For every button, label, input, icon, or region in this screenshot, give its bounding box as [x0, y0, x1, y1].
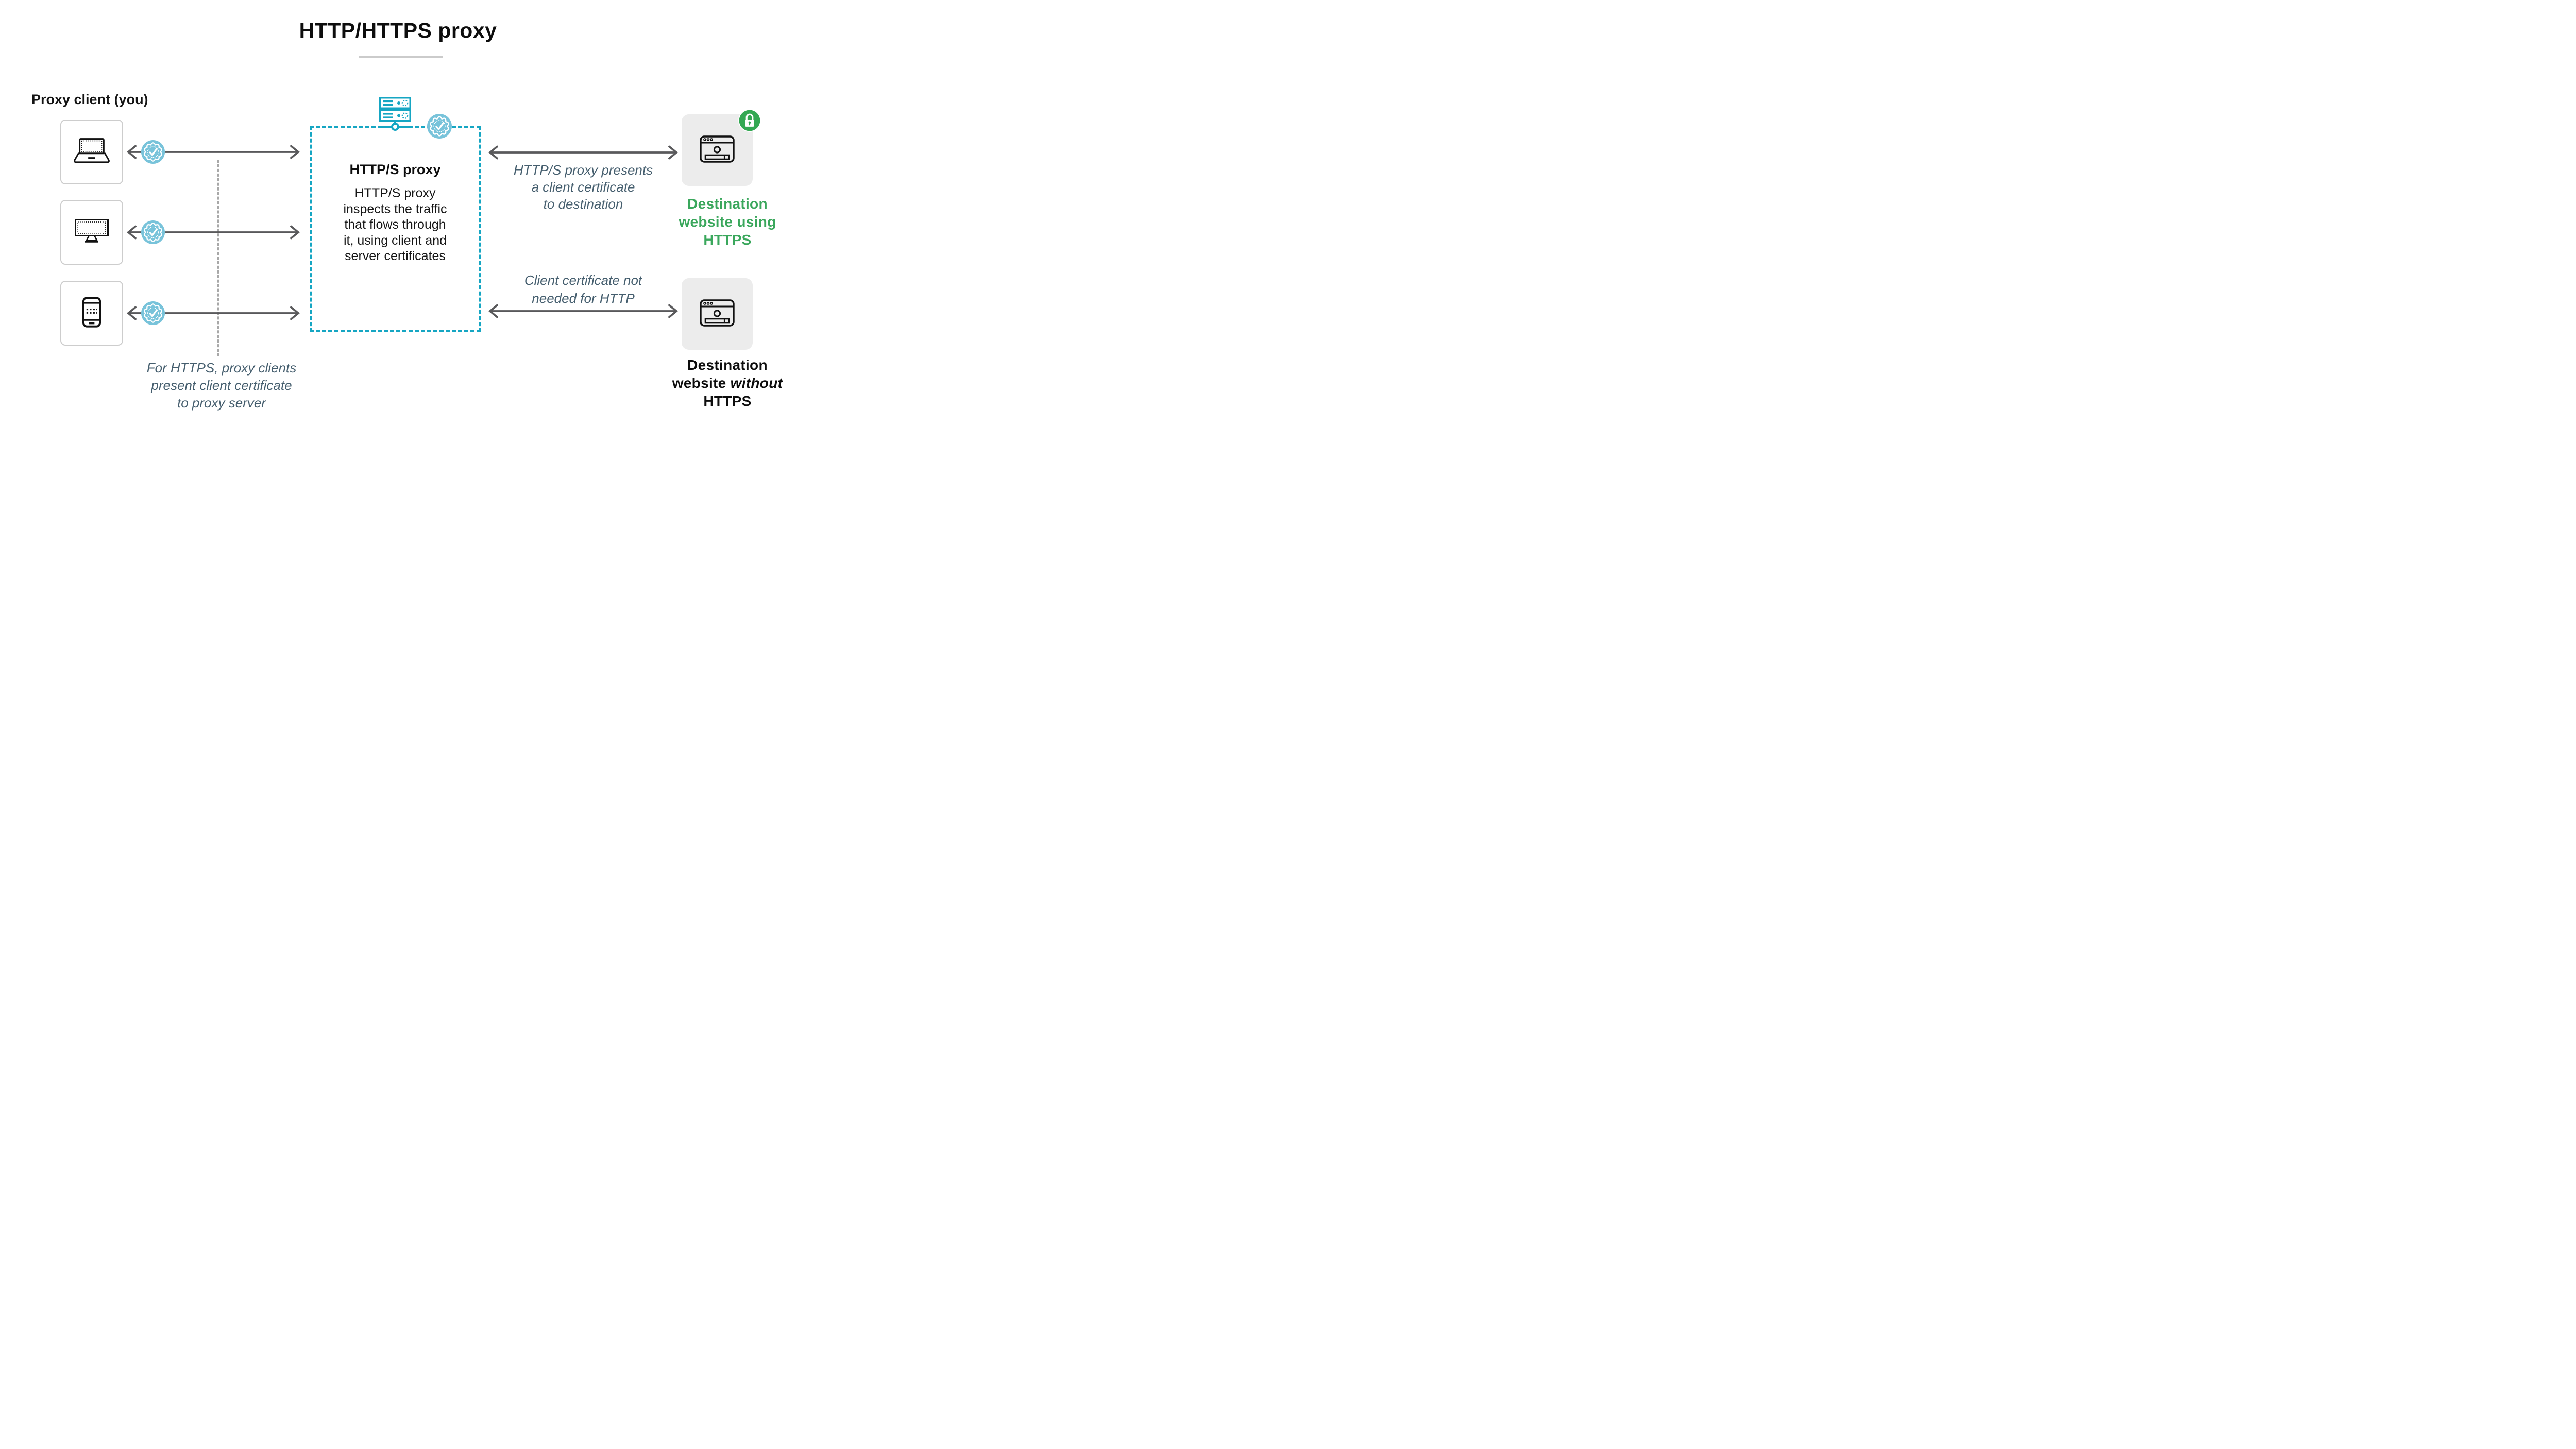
proxy-body-line: inspects the traffic	[343, 201, 447, 216]
certificate-badge-icon	[141, 220, 165, 244]
certificate-badge-icon	[141, 301, 165, 325]
smartphone-icon	[82, 296, 101, 330]
title-underline	[359, 56, 443, 58]
lock-badge-icon	[738, 109, 761, 132]
arrow-proxy-to-https-destination	[488, 145, 678, 163]
proxy-box-description: HTTP/S proxy inspects the traffic that f…	[312, 185, 478, 264]
proxy-body-line: it, using client and	[343, 233, 447, 248]
browser-window-icon	[700, 299, 735, 329]
label-line: HTTPS	[703, 232, 752, 248]
label-line: Destination	[687, 196, 768, 212]
annotation-line: a client certificate	[531, 179, 635, 195]
destination-http-box	[682, 278, 753, 350]
browser-window-icon	[700, 135, 735, 165]
annotation-line: present client certificate	[151, 378, 292, 393]
proxy-body-line: that flows through	[344, 217, 446, 232]
label-line: website without	[655, 374, 796, 392]
certificate-badge-icon	[427, 114, 452, 139]
annotation-client-cert-to-destination: HTTP/S proxy presents a client certifica…	[485, 162, 681, 213]
annotation-line: to destination	[543, 196, 623, 212]
page-title: HTTP/HTTPS proxy	[299, 19, 497, 42]
annotation-line: For HTTPS, proxy clients	[146, 360, 297, 376]
annotation-no-cert-for-http: Client certificate not needed for HTTP	[485, 271, 681, 308]
proxy-client-label: Proxy client (you)	[31, 92, 148, 107]
label-line: website using	[679, 214, 776, 230]
proxy-box-heading: HTTP/S proxy	[349, 162, 441, 177]
monitor-icon	[75, 219, 109, 246]
destination-https-label: Destination website using HTTPS	[655, 195, 796, 249]
https-boundary-dashed-line	[217, 160, 219, 356]
annotation-line: needed for HTTP	[532, 291, 635, 306]
arrow-proxy-to-http-destination	[488, 303, 678, 321]
destination-http-label: Destination website without HTTPS	[655, 356, 796, 410]
proxy-body-line: HTTP/S proxy	[354, 186, 436, 200]
device-box-smartphone	[60, 281, 123, 346]
label-line: HTTPS	[703, 393, 752, 409]
annotation-client-cert-to-proxy: For HTTPS, proxy clients present client …	[124, 359, 319, 412]
laptop-icon	[73, 138, 110, 166]
device-box-laptop	[60, 120, 123, 184]
label-segment: website	[672, 375, 731, 391]
certificate-badge-icon	[141, 140, 165, 164]
label-line: Destination	[687, 357, 768, 373]
proxy-body-line: server certificates	[345, 249, 446, 263]
annotation-line: Client certificate not	[524, 272, 642, 288]
annotation-line: HTTP/S proxy presents	[513, 162, 653, 178]
label-segment-italic: without	[730, 375, 783, 391]
diagram-canvas: HTTP/HTTPS proxy Proxy client (you)	[0, 0, 796, 448]
server-icon	[379, 96, 412, 134]
annotation-line: to proxy server	[177, 395, 266, 411]
device-box-monitor	[60, 200, 123, 265]
